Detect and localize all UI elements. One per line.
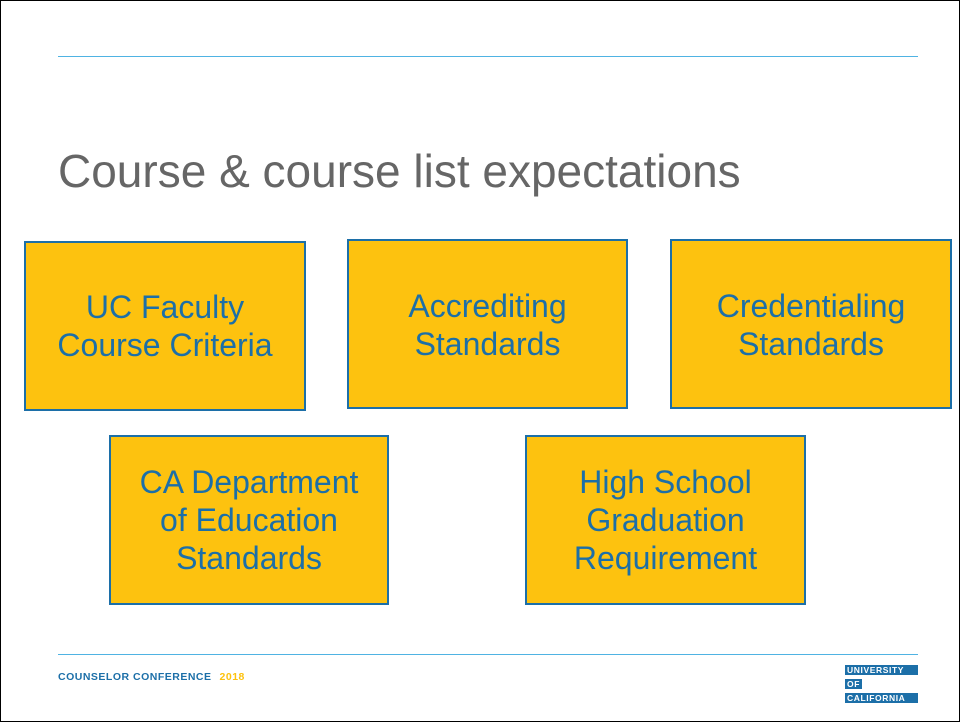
logo-line: UNIVERSITY <box>845 665 918 675</box>
top-divider <box>58 56 918 57</box>
box-credentialing-standards: Credentialing Standards <box>670 239 952 409</box>
box-line: of Education <box>160 502 338 538</box>
logo-line: OF <box>845 679 863 689</box>
conference-year: 2018 <box>219 671 245 683</box>
box-line: Standards <box>414 326 561 362</box>
university-of-california-logo: UNIVERSITY OF CALIFORNIA <box>845 665 918 703</box>
box-uc-faculty-course-criteria: UC Faculty Course Criteria <box>24 241 306 411</box>
box-accrediting-standards: Accrediting Standards <box>347 239 628 409</box>
box-line: Requirement <box>573 540 758 576</box>
box-line: CA Department <box>139 464 359 500</box>
footer-conference-label: COUNSELOR CONFERENCE 2018 <box>58 671 245 683</box>
conference-name: COUNSELOR CONFERENCE <box>58 671 212 683</box>
box-line: Standards <box>738 326 884 362</box>
box-high-school-graduation-requirement: High School Graduation Requirement <box>525 435 806 605</box>
box-line: High School <box>579 464 752 500</box>
box-line: Accrediting <box>408 288 567 324</box>
box-line: Credentialing <box>716 288 906 324</box>
box-line: Graduation <box>586 502 745 538</box>
box-line: Course Criteria <box>57 327 273 363</box>
box-line: Standards <box>176 540 322 576</box>
logo-line: CALIFORNIA <box>845 693 918 703</box>
box-ca-department-of-education-standards: CA Department of Education Standards <box>109 435 389 605</box>
bottom-divider <box>58 654 918 655</box>
box-line: UC Faculty <box>85 289 245 325</box>
slide-title: Course & course list expectations <box>58 145 741 197</box>
